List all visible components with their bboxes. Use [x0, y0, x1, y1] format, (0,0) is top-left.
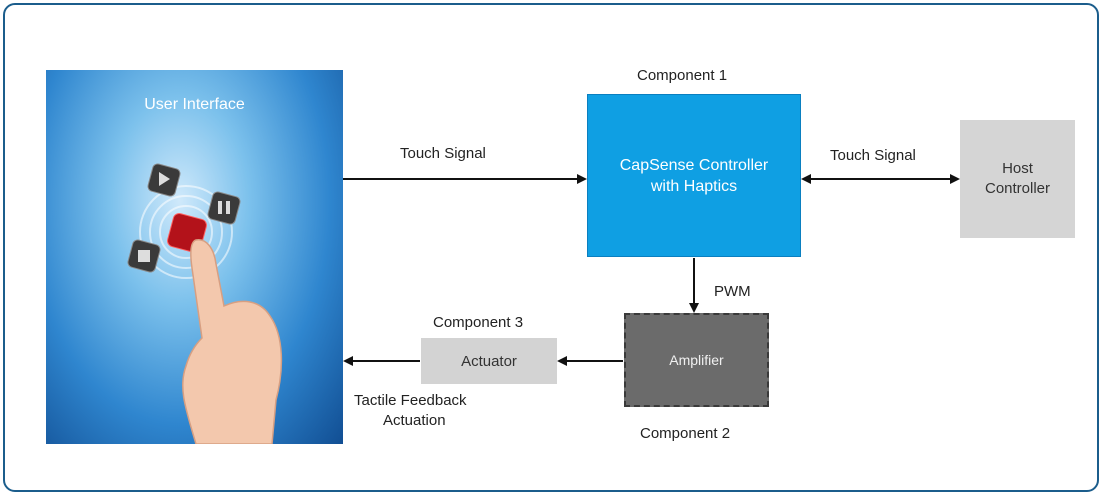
host-controller-label: Host Controller [984, 160, 1051, 197]
component-2-label: Component 2 [640, 425, 731, 442]
pwm-label: PWM [714, 283, 751, 300]
component-1-label: Component 1 [637, 67, 728, 84]
play-button-icon [147, 163, 181, 197]
touch-signal-label: Touch Signal [400, 145, 486, 162]
actuator-box: Actuator [421, 338, 557, 384]
diagram-frame [3, 3, 1099, 492]
user-interface-panel: User Interface [46, 70, 343, 444]
host-controller-box: Host Controller [960, 120, 1075, 238]
component-3-label: Component 3 [433, 314, 524, 331]
capsense-controller-box: CapSense Controller with Haptics [587, 94, 801, 257]
ui-title: User Interface [144, 96, 245, 113]
host-touch-signal-label: Touch Signal [830, 147, 916, 164]
actuation-label: Actuation [383, 412, 446, 429]
tactile-feedback-label: Tactile Feedback [354, 392, 467, 409]
touch-screen-illustration [127, 163, 283, 444]
stop-button-icon [127, 239, 161, 273]
pause-button-icon [207, 191, 241, 225]
amplifier-box: Amplifier [624, 313, 769, 407]
finger-hand-icon [181, 239, 283, 444]
